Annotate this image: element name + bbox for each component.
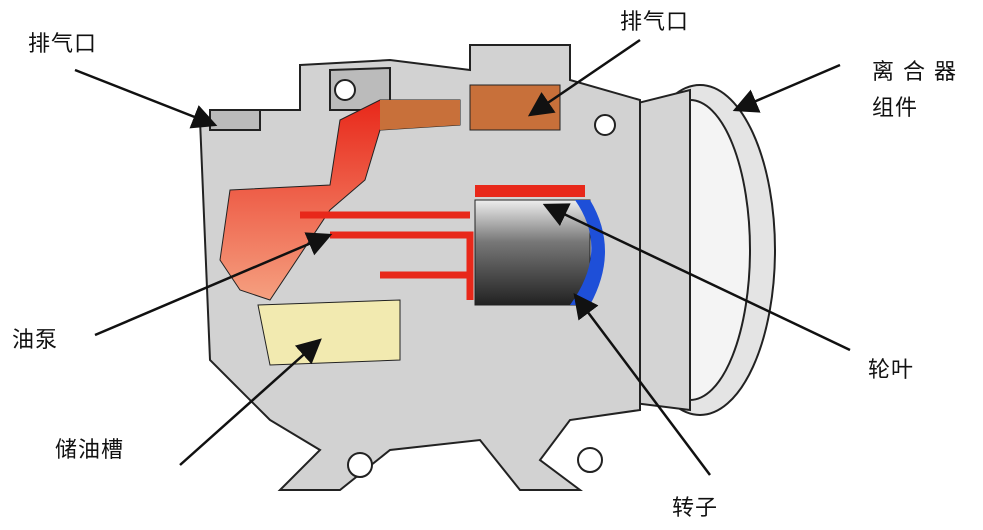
compressor-body [198, 44, 641, 491]
clutch-assembly [609, 84, 776, 416]
leader-lines [74, 38, 851, 476]
label-rotor: 转子 [672, 496, 719, 521]
rotor [474, 199, 605, 306]
label-vane: 轮叶 [868, 358, 915, 383]
label-clutch-line1: 离 合 器 [872, 60, 957, 85]
label-oil-pump: 油泵 [12, 328, 59, 353]
oil-reservoir-chamber [257, 299, 401, 366]
label-discharge-top: 排气口 [620, 10, 690, 35]
vane-blade [570, 200, 605, 305]
label-oil-reservoir: 储油槽 [55, 438, 125, 463]
label-clutch-line2: 组件 [872, 96, 919, 121]
label-discharge-left: 排气口 [28, 32, 98, 57]
